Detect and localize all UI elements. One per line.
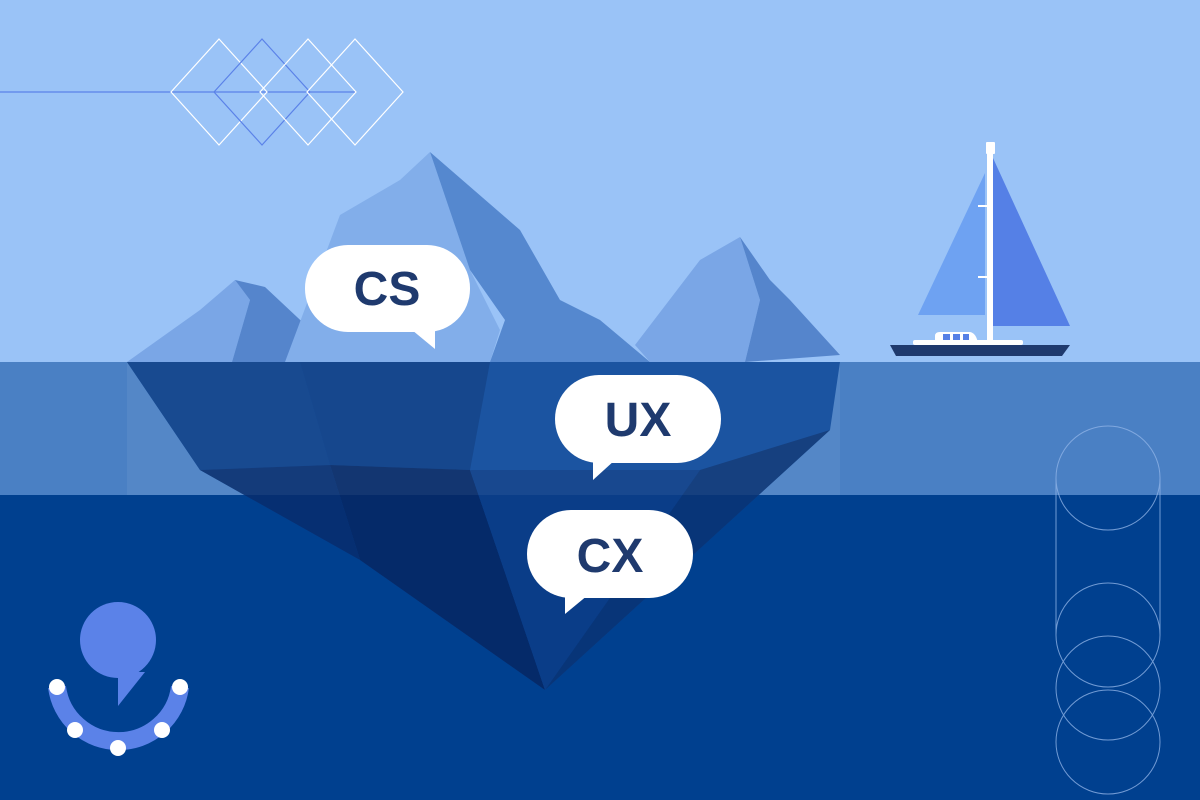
brand-logo-icon bbox=[48, 602, 189, 756]
bubble-label-cs: CS bbox=[354, 263, 421, 316]
speech-bubble-cx: CX bbox=[527, 510, 693, 614]
speech-bubble-ux: UX bbox=[555, 375, 721, 480]
sailboat-icon bbox=[890, 142, 1070, 356]
bubble-label-ux: UX bbox=[605, 394, 672, 447]
circle-pattern bbox=[1055, 425, 1161, 795]
bubble-label-cx: CX bbox=[577, 530, 644, 583]
speech-bubble-cs: CS bbox=[305, 245, 470, 349]
diamond-pattern bbox=[0, 38, 404, 146]
